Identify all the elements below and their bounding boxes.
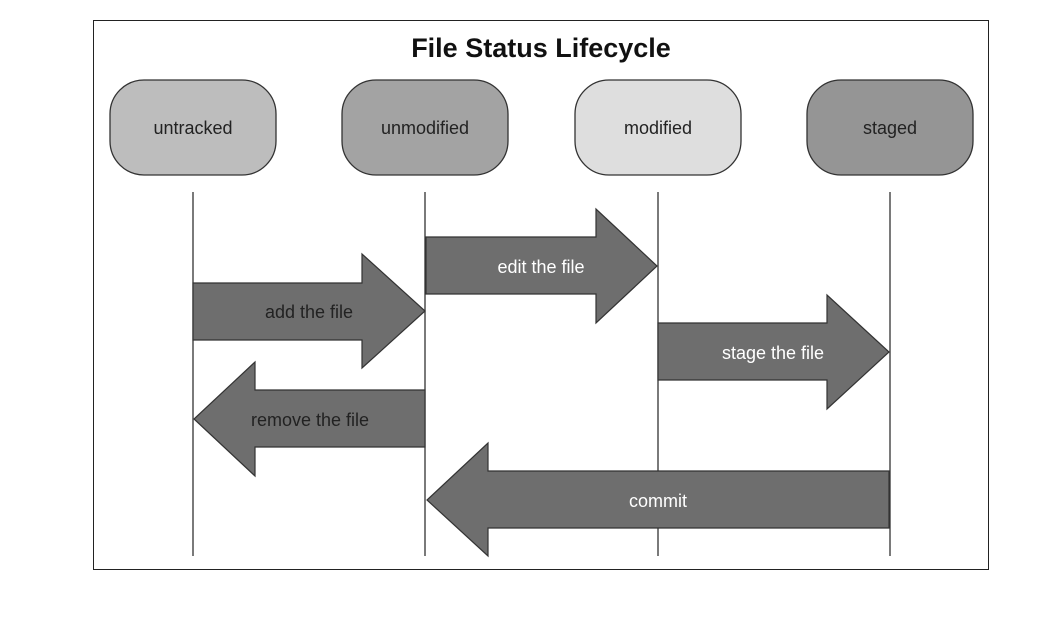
- state-node-staged-label: staged: [863, 118, 917, 138]
- transition-edit-the-file: edit the file: [425, 207, 658, 325]
- transition-add-the-file: add the file: [192, 252, 426, 370]
- arrow-edit-the-file: [425, 207, 658, 325]
- state-node-unmodified-shape: [341, 79, 509, 176]
- arrow-add-the-file: [192, 252, 426, 370]
- arrow-edit-the-file-label: edit the file: [497, 257, 584, 277]
- arrow-remove-the-file: [193, 360, 426, 478]
- state-node-untracked: untracked: [109, 79, 277, 176]
- arrow-stage-the-file: [657, 293, 890, 411]
- transition-remove-the-file: remove the file: [193, 360, 426, 478]
- diagram-title: File Status Lifecycle: [411, 33, 671, 63]
- state-node-untracked-shape: [109, 79, 277, 176]
- state-node-modified-label: modified: [624, 118, 692, 138]
- state-node-modified: modified: [574, 79, 742, 176]
- arrow-remove-the-file-label: remove the file: [251, 410, 369, 430]
- arrow-commit-label: commit: [629, 491, 687, 511]
- arrow-commit: [426, 441, 890, 558]
- state-node-unmodified-label: unmodified: [381, 118, 469, 138]
- state-node-modified-shape: [574, 79, 742, 176]
- transition-commit: commit: [426, 441, 890, 558]
- state-node-unmodified: unmodified: [341, 79, 509, 176]
- arrow-stage-the-file-label: stage the file: [722, 343, 824, 363]
- state-node-untracked-label: untracked: [153, 118, 232, 138]
- state-node-staged: staged: [806, 79, 974, 176]
- state-node-staged-shape: [806, 79, 974, 176]
- arrow-add-the-file-label: add the file: [265, 302, 353, 322]
- transition-stage-the-file: stage the file: [657, 293, 890, 411]
